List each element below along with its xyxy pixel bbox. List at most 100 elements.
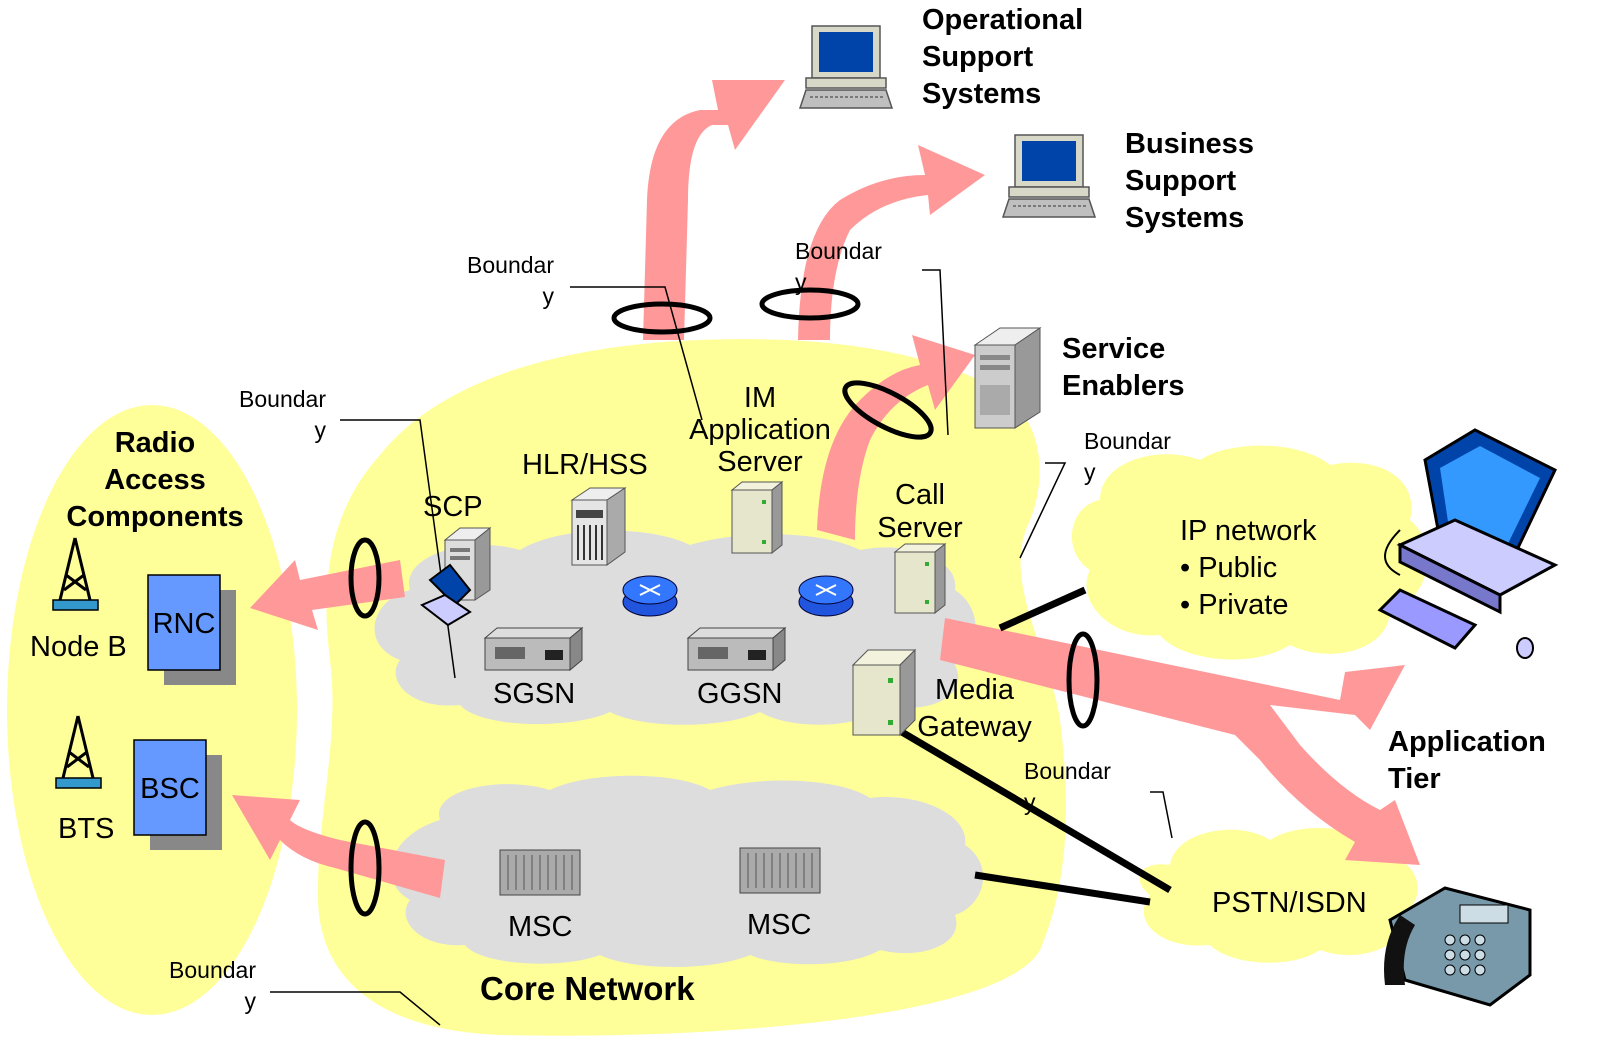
router-icon [622,575,678,617]
bsc-label: BSC [140,773,200,805]
msc-rack-icon [739,847,821,894]
radio-access-label-line: Access [104,464,206,496]
call-server-label-line: Call [895,479,945,511]
pstn-cloud [1139,828,1418,963]
im-application-server-label-line: Application [689,414,831,446]
boundary-label-line: Boundar [795,238,882,264]
call-server-icon [893,542,947,615]
application-tier-label-line: Application [1388,726,1546,758]
arrow-to-bss [798,145,985,340]
boundary-label-line: Boundar [169,957,256,983]
bts-label: BTS [58,813,115,845]
boundary-ring [1066,631,1100,729]
msc-label: MSC [747,909,812,941]
boundary-ring [348,819,382,917]
ggsn-label: GGSN [697,678,783,710]
ip-network-cloud [1071,445,1428,660]
bsc-box [133,739,222,850]
boundary-label-line: Boundar [467,252,554,278]
arrow-to-oss [643,80,785,340]
service-enablers-label: Service Enablers [1062,331,1185,405]
boundary-ring [611,301,713,335]
flow-arrows [232,80,1420,898]
boundary-label: Boundar y [795,236,882,298]
boundary-label: Boundar y [158,955,256,1017]
msc-rack-icon [499,849,581,896]
scp-terminal-icon [420,563,472,627]
radio-access-label: Radio Access Components [55,425,255,536]
ip-public-label: • Public [1180,552,1278,584]
arrow-to-rnc [250,560,405,630]
application-tier-label: Application Tier [1388,724,1546,798]
arrow-to-application-tier [940,618,1420,865]
node-b-antenna-icon [52,537,99,611]
boundary-label-line: y [1024,789,1036,815]
bss-label-line: Systems [1125,202,1245,234]
boundary-label-line: Boundar [1084,428,1171,454]
circuit-core-cloud [390,775,984,968]
bts-antenna-icon [55,715,102,789]
im-application-server-label-line: Server [717,446,803,478]
application-tier-computer-icon [1377,428,1559,659]
telephone-icon [1384,886,1532,1007]
ggsn-device-icon [686,626,787,672]
rnc-label: RNC [152,608,216,640]
service-enabler-server-icon [973,327,1042,429]
boundary-ring [842,380,934,440]
hlr-hss-server-icon [570,487,627,566]
boundary-label-line: y [314,417,327,443]
boundary-label-line: y [795,269,807,295]
boundary-label: Boundar y [1084,426,1171,488]
service-enablers-label-line: Enablers [1062,370,1185,402]
connection-lines [893,586,1172,906]
radio-access-label-line: Components [66,501,244,533]
node-b-label: Node B [30,631,127,663]
media-gateway-icon [851,648,917,737]
im-application-server-icon [730,480,784,555]
ip-private-label: • Private [1180,589,1289,621]
boundary-label: Boundar y [456,250,554,312]
media-gateway-label: Media Gateway [912,672,1037,746]
sgsn-label: SGSN [493,678,576,710]
service-enablers-label-line: Service [1062,333,1166,365]
boundary-label-line: Boundar [1024,758,1111,784]
arrow-to-service-enablers [817,335,975,540]
scp-label: SCP [423,491,483,523]
call-server-label: Call Server [870,479,970,545]
application-tier-label-line: Tier [1388,763,1441,795]
sgsn-device-icon [483,626,584,672]
media-gateway-label-line: Media [935,674,1014,706]
oss-label-line: Systems [922,78,1042,110]
router-icon [798,575,854,617]
hlr-hss-label: HLR/HSS [522,449,648,481]
im-application-server-label: IM Application Server [680,382,840,478]
oss-label-line: Operational [922,4,1084,36]
boundary-label: Boundar y [228,384,326,446]
call-server-label-line: Server [877,512,963,544]
bss-label-line: Support [1125,165,1237,197]
ip-network-label: IP network [1180,515,1317,547]
pstn-label: PSTN/ISDN [1212,887,1367,919]
oss-computer-icon [798,25,894,109]
bss-label: Business Support Systems [1125,126,1254,237]
media-gateway-label-line: Gateway [917,711,1032,743]
bss-label-line: Business [1125,128,1254,160]
core-network-label: Core Network [480,970,695,1007]
rnc-box [147,574,236,685]
boundary-label: Boundar y [1024,756,1111,818]
boundary-rings [348,287,1100,917]
boundary-label-line: y [542,283,555,309]
boundary-label-line: y [244,988,257,1014]
oss-label-line: Support [922,41,1034,73]
msc-label: MSC [508,911,573,943]
boundary-label-line: Boundar [239,386,326,412]
boundary-ring [348,537,382,619]
oss-label: Operational Support Systems [922,2,1083,113]
boundary-label-line: y [1084,459,1096,485]
bss-computer-icon [1001,134,1097,218]
arrow-to-bsc [232,795,445,898]
scp-server-icon [443,526,492,601]
boundary-ring [759,287,861,321]
radio-access-label-line: Radio [114,427,196,459]
